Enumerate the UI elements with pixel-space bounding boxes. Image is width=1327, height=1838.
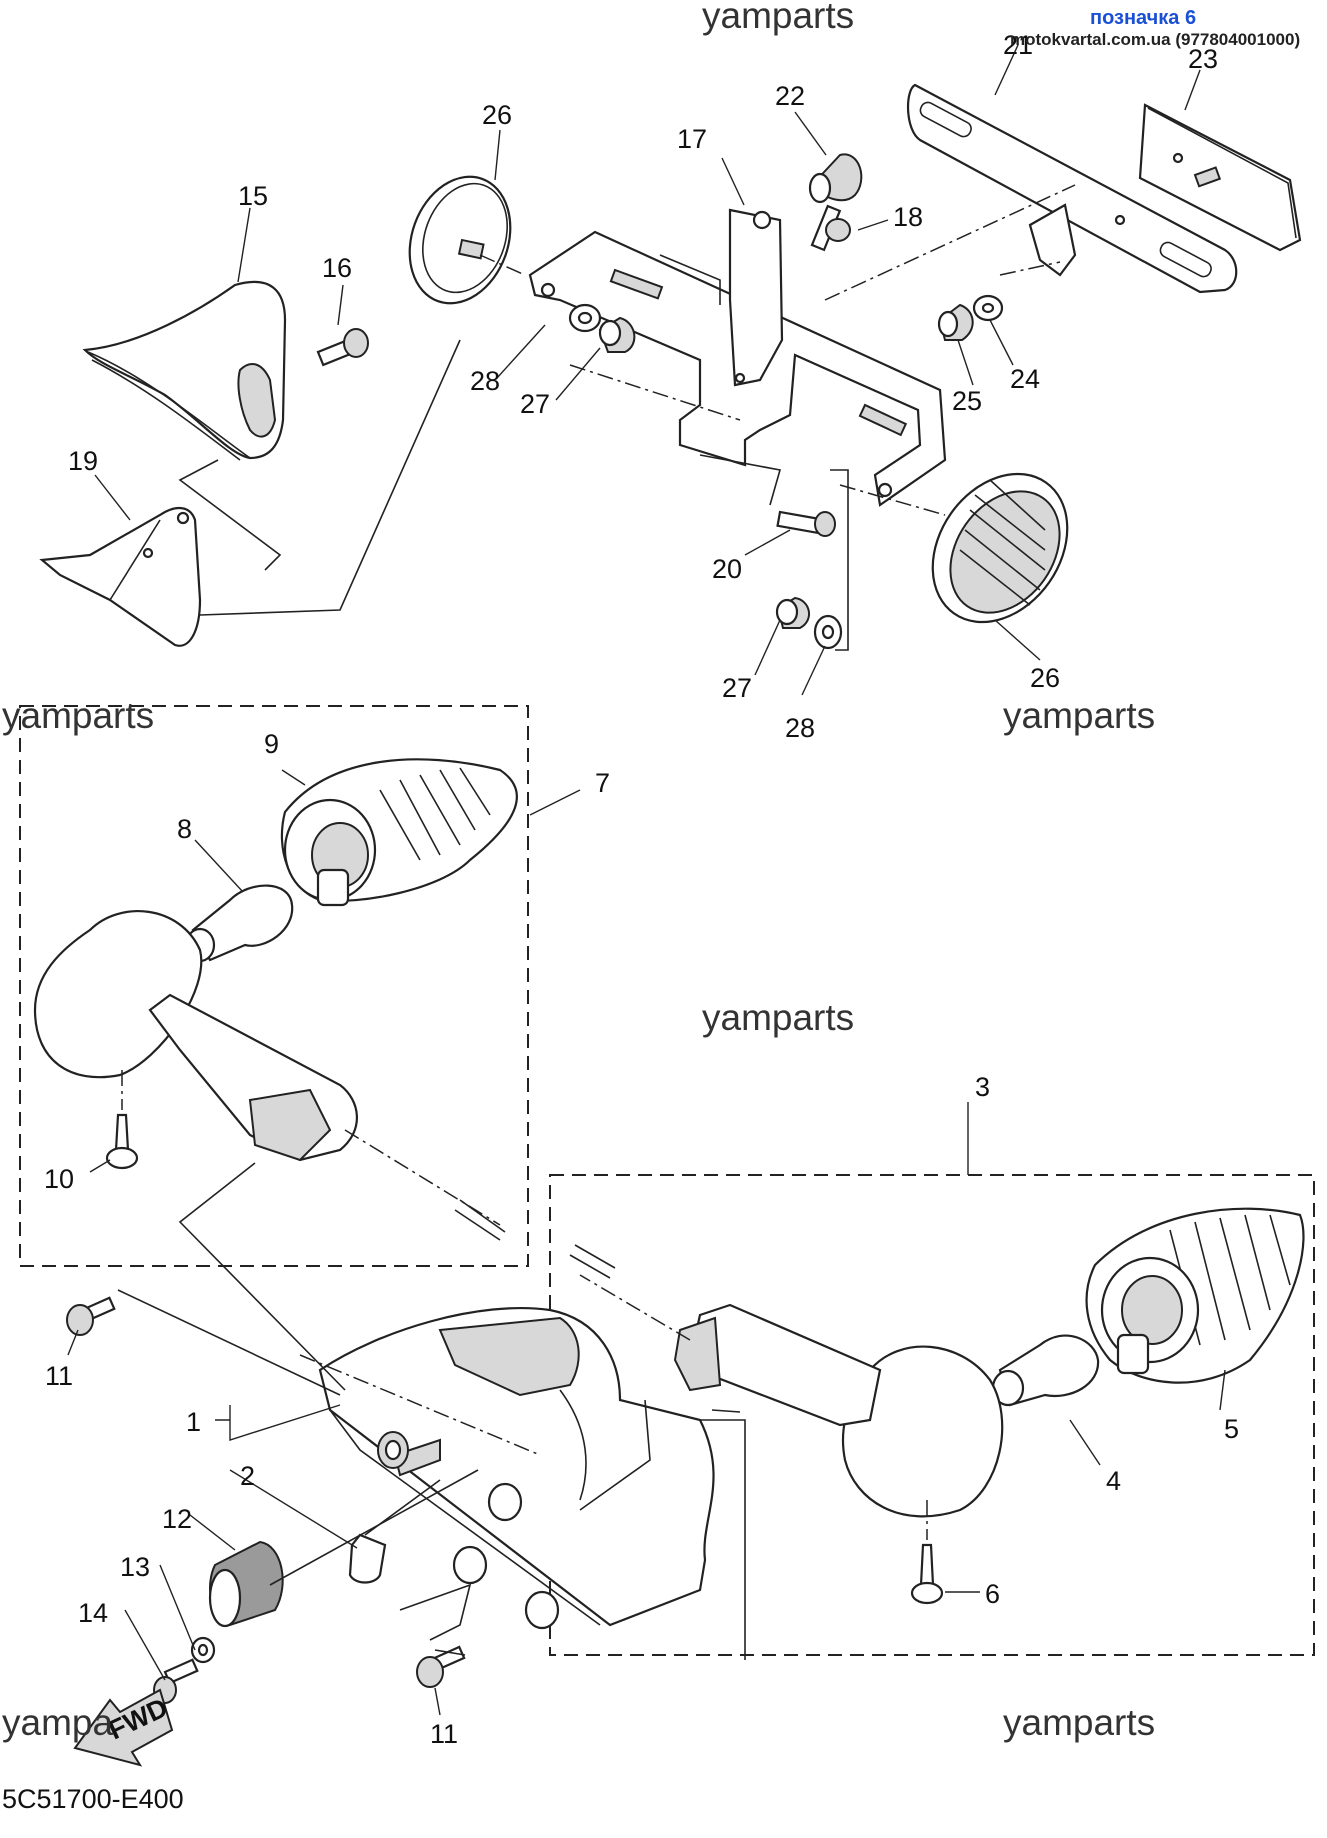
part-14-bolt [153,1658,199,1704]
callout-20: 20 [712,554,742,584]
part-11-bolt-lower [416,1645,466,1688]
callout-11-upper: 11 [45,1361,73,1391]
callout-11-lower: 11 [430,1719,458,1749]
callout-9: 9 [264,729,279,759]
callout-4: 4 [1106,1466,1121,1496]
watermark-top: yamparts [702,0,854,36]
part-28-washer-lower [813,614,843,650]
callout-5: 5 [1224,1414,1239,1444]
assembly-7-left-turn-signal [19,705,529,1267]
part-2-bulb [348,1533,387,1584]
callout-3: 3 [975,1072,990,1102]
callout-2: 2 [240,1461,255,1491]
callout-28-lower: 28 [785,713,815,743]
callout-21: 21 [1003,30,1033,60]
watermark-left-mid: yamparts [2,695,154,736]
leader-lines-top [178,184,1076,651]
part-22-cap-nut [808,153,863,204]
part-26-reflector-upper [408,175,512,305]
shop-tag: позначка 6 [1090,7,1196,29]
part-26-reflector-lower [931,472,1069,624]
part-27-nut-lower [775,596,810,629]
shop-site: motokvartal.com.ua (977804001000) [1010,30,1300,49]
callout-15: 15 [238,181,268,211]
callout-8: 8 [177,814,192,844]
part-28-washer-upper [568,303,602,333]
callout-16: 16 [322,253,352,283]
callout-27-upper: 27 [520,389,550,419]
part-24-washer [972,294,1004,322]
callout-17: 17 [677,124,707,154]
watermark-center: yamparts [702,997,854,1038]
watermark-right-mid: yamparts [1003,695,1155,736]
part-23-reflector-plate [1138,103,1302,252]
part-1-grommet [377,1431,409,1469]
watermark-bottom-left: yampa [2,1702,113,1743]
callout-leaders [67,44,1226,1716]
part-27-nut-upper [598,316,636,353]
part-11-bolt-upper [66,1296,116,1336]
callout-6: 6 [985,1579,1000,1609]
callout-12: 12 [162,1504,192,1534]
callout-27-lower: 27 [722,673,752,703]
callout-10: 10 [44,1164,74,1194]
callout-numbers: 15 16 26 17 22 18 21 23 28 27 25 24 19 2… [44,30,1239,1749]
callout-26-upper: 26 [482,100,512,130]
callout-24: 24 [1010,364,1040,394]
part-15-rear-cover [82,280,287,461]
part-25-nut [937,303,974,341]
diagram-code: 5C51700-E400 [2,1784,184,1814]
part-20-bolt [776,510,836,537]
watermarks: yamparts yamparts yamparts yamparts yamp… [2,0,1155,1743]
part-13-washer [190,1636,216,1664]
callout-25: 25 [952,386,982,416]
part-19-stay [39,507,202,647]
callout-22: 22 [775,81,805,111]
part-18-bolt [810,204,851,252]
bracket-grommets [452,1482,560,1630]
watermark-bottom-right: yamparts [1003,1702,1155,1743]
callout-26-lower: 26 [1030,663,1060,693]
callout-7: 7 [595,768,610,798]
callout-28-upper: 28 [470,366,500,396]
callout-1: 1 [186,1407,201,1437]
callout-13: 13 [120,1552,150,1582]
callout-14: 14 [78,1598,108,1628]
part-16-bolt [316,328,369,367]
leader-lines-bottom [117,1162,746,1660]
callout-18: 18 [893,202,923,232]
main-bracket [528,208,947,507]
part-21-plate-holder [906,83,1238,294]
callout-23: 23 [1188,44,1218,74]
part-12-damper [208,1540,284,1628]
callout-19: 19 [68,446,98,476]
assembly-3-right-turn-signal [549,1174,1315,1656]
tail-light-bracket [318,1306,715,1627]
